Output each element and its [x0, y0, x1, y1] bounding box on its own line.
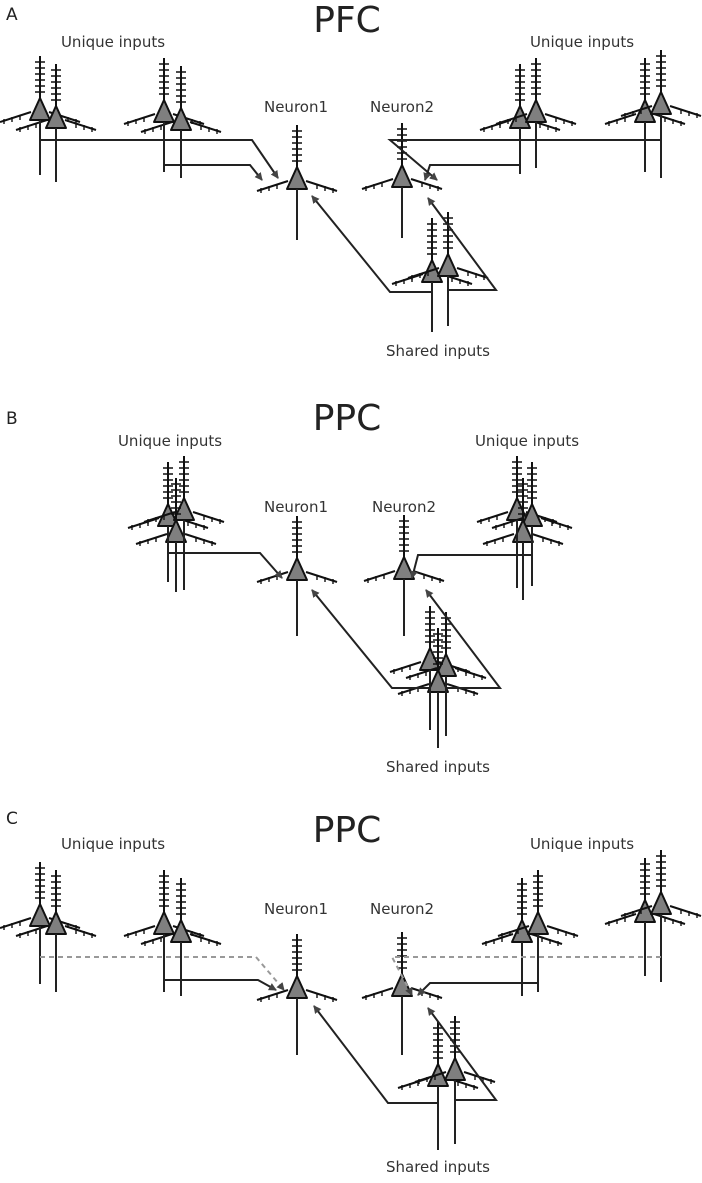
unique-input-cells-right — [481, 849, 702, 947]
unique-inputs-right-label: Unique inputs — [530, 835, 634, 853]
unique-input-cells-right — [476, 455, 573, 547]
unique-inputs-right-label: Unique inputs — [475, 432, 579, 450]
unique-input-cells-left — [0, 55, 222, 135]
axons — [39, 114, 662, 332]
unique-inputs-left-label: Unique inputs — [61, 33, 165, 51]
neuron2-label: Neuron2 — [370, 900, 434, 918]
unique-inputs-left-label: Unique inputs — [61, 835, 165, 853]
panel-b: B PPC Unique inputs Unique inputs Neuron… — [6, 398, 579, 776]
shared-inputs-label: Shared inputs — [386, 758, 490, 776]
neuron2-label: Neuron2 — [370, 98, 434, 116]
neuron2-cell — [363, 514, 445, 584]
unique-inputs-right-label: Unique inputs — [530, 33, 634, 51]
neuron1-label: Neuron1 — [264, 900, 328, 918]
neuron1-cell — [256, 933, 338, 1003]
neuron1-label: Neuron1 — [264, 498, 328, 516]
neuron2-cell — [361, 931, 443, 1001]
unique-input-cells-left — [127, 455, 225, 547]
neuron1-label: Neuron1 — [264, 98, 328, 116]
panel-c: C PPC Unique inputs Unique inputs Neuron… — [0, 809, 702, 1176]
shared-input-cells — [391, 211, 489, 287]
unique-inputs-left-label: Unique inputs — [118, 432, 222, 450]
neuron2-label: Neuron2 — [372, 498, 436, 516]
weak-connections — [40, 956, 661, 996]
region-title: PFC — [313, 0, 381, 41]
unique-input-cells-left — [0, 861, 222, 947]
region-title: PPC — [313, 810, 382, 851]
axons — [39, 914, 662, 1150]
neuron2-cell — [361, 122, 443, 192]
panel-a: A PFC Unique inputs Unique inputs Neuron… — [0, 0, 702, 360]
unique-input-cells-right — [479, 49, 702, 133]
shared-inputs-label: Shared inputs — [386, 1158, 490, 1176]
neuron1-cell — [256, 515, 338, 585]
region-title: PPC — [313, 398, 382, 439]
panel-letter: C — [6, 809, 18, 829]
panel-letter: B — [6, 409, 18, 429]
panel-letter: A — [6, 5, 18, 25]
shared-inputs-label: Shared inputs — [386, 342, 490, 360]
neuron1-cell — [256, 124, 338, 194]
axons — [167, 520, 533, 748]
